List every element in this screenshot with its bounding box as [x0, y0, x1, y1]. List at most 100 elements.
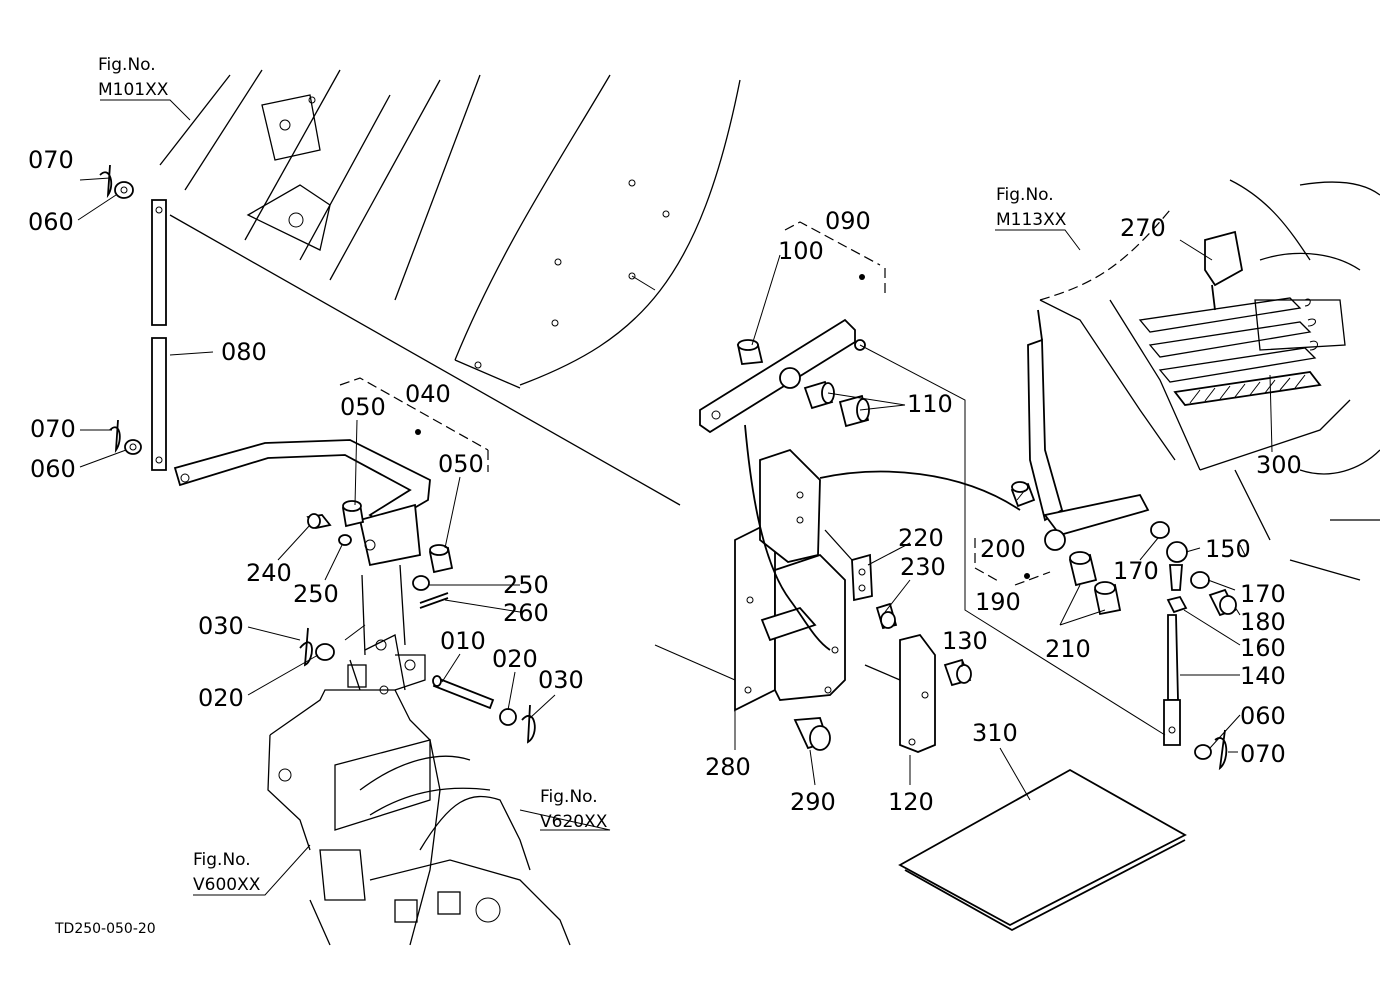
- clip-030-right: [521, 704, 536, 744]
- washer-170-b: [1190, 571, 1210, 589]
- callout-260: 260: [503, 599, 549, 627]
- bracket-280: [734, 448, 846, 712]
- callout-230: 230: [900, 553, 946, 581]
- callout-240: 240: [246, 559, 292, 587]
- bolt-240: [306, 513, 332, 530]
- washer-170-a: [1150, 521, 1170, 539]
- right-console: [1039, 179, 1380, 581]
- fig-ref-v620: Fig.No. V620XX: [540, 787, 608, 832]
- fig-ref-label: Fig.No.: [540, 787, 598, 807]
- callout-010: 010: [440, 627, 486, 655]
- pin-070-mid: [109, 419, 121, 454]
- washer-020-right: [499, 708, 517, 726]
- hatched-plate: [1173, 371, 1322, 406]
- arm-090: [699, 318, 866, 434]
- fig-ref-label: Fig.No.: [98, 55, 156, 75]
- cable: [744, 424, 1021, 651]
- callout-030: 030: [538, 666, 584, 694]
- exploded-lines: [344, 344, 1246, 736]
- callout-050: 050: [340, 393, 386, 421]
- rod-080: [151, 199, 167, 471]
- cotter-260: [419, 592, 449, 609]
- drawing-code: TD250-050-20: [54, 921, 156, 937]
- bushing-210-a: [1068, 551, 1098, 587]
- fig-ref-label: Fig.No.: [193, 850, 251, 870]
- bushing-050-left: [341, 500, 365, 528]
- bushing-110-b: [838, 394, 870, 428]
- callout-280: 280: [705, 753, 751, 781]
- fig-ref-label: Fig.No.: [996, 185, 1054, 205]
- manual-310: [898, 768, 1187, 932]
- washer-250-left: [338, 534, 352, 546]
- callout-070: 070: [30, 415, 76, 443]
- callout-170: 170: [1113, 557, 1159, 585]
- fig-ref-m113: Fig.No. M113XX: [996, 185, 1067, 230]
- callout-labels: 070 060 080 070 060 040 050 050 240 250 …: [28, 146, 1302, 816]
- pin-070-top: [99, 164, 113, 199]
- callout-220: 220: [898, 524, 944, 552]
- washer-060-top: [114, 181, 134, 199]
- clip-030-left: [299, 627, 313, 667]
- callout-020: 020: [492, 645, 538, 673]
- callout-020: 020: [198, 684, 244, 712]
- bushing-200: [1010, 481, 1036, 508]
- group-bracket-090: [784, 221, 886, 295]
- callout-060: 060: [1240, 702, 1286, 730]
- callout-120: 120: [888, 788, 934, 816]
- group-bracket-190: [974, 538, 1051, 586]
- callout-130: 130: [942, 627, 988, 655]
- leader-lines: [77, 99, 1273, 896]
- callout-140: 140: [1240, 662, 1286, 690]
- bolt-130: [943, 658, 972, 687]
- bracket-120: [864, 633, 936, 753]
- callout-080: 080: [221, 338, 267, 366]
- callout-150: 150: [1205, 535, 1251, 563]
- plate-220: [824, 529, 873, 602]
- callout-070: 070: [28, 146, 74, 174]
- bushing-210-b: [1093, 581, 1122, 616]
- valve-assembly: [267, 564, 571, 946]
- bolt-290: [793, 717, 831, 751]
- callout-250: 250: [293, 580, 339, 608]
- callout-210: 210: [1045, 635, 1091, 663]
- washer-250-right: [412, 575, 430, 591]
- callout-170: 170: [1240, 580, 1286, 608]
- pin-010: [432, 675, 495, 710]
- callout-300: 300: [1256, 451, 1302, 479]
- callout-040: 040: [405, 380, 451, 408]
- fig-ref-m101: Fig.No. M101XX: [98, 55, 169, 100]
- washer-060-bottom: [1194, 744, 1212, 760]
- callout-180: 180: [1240, 608, 1286, 636]
- group-bracket-040: [339, 377, 489, 472]
- callout-030: 030: [198, 612, 244, 640]
- washer-060-mid: [124, 439, 142, 455]
- callout-190: 190: [975, 588, 1021, 616]
- lever-040: [173, 439, 431, 567]
- fig-ref-number: M113XX: [996, 210, 1067, 230]
- bushing-050-right: [428, 544, 454, 574]
- fig-ref-number: V600XX: [193, 875, 261, 895]
- callout-200: 200: [980, 535, 1026, 563]
- rod-140: [1163, 614, 1181, 746]
- knob-270: [1204, 230, 1244, 311]
- ball-joint-150: [1166, 541, 1188, 591]
- callout-100: 100: [778, 237, 824, 265]
- fig-ref-number: M101XX: [98, 80, 169, 100]
- fig-ref-v600: Fig.No. V600XX: [193, 850, 261, 895]
- callout-290: 290: [790, 788, 836, 816]
- callout-090: 090: [825, 207, 871, 235]
- washer-020-left: [315, 643, 335, 661]
- nut-160: [1166, 595, 1188, 614]
- upper-left-housing: [159, 69, 741, 506]
- callout-160: 160: [1240, 634, 1286, 662]
- callout-110: 110: [907, 390, 953, 418]
- callout-310: 310: [972, 719, 1018, 747]
- pin-180: [1208, 588, 1237, 617]
- callout-060: 060: [30, 455, 76, 483]
- fig-ref-number: V620XX: [540, 812, 608, 832]
- callout-250: 250: [503, 571, 549, 599]
- callout-060: 060: [28, 208, 74, 236]
- callout-050: 050: [438, 450, 484, 478]
- bolt-230: [875, 602, 898, 630]
